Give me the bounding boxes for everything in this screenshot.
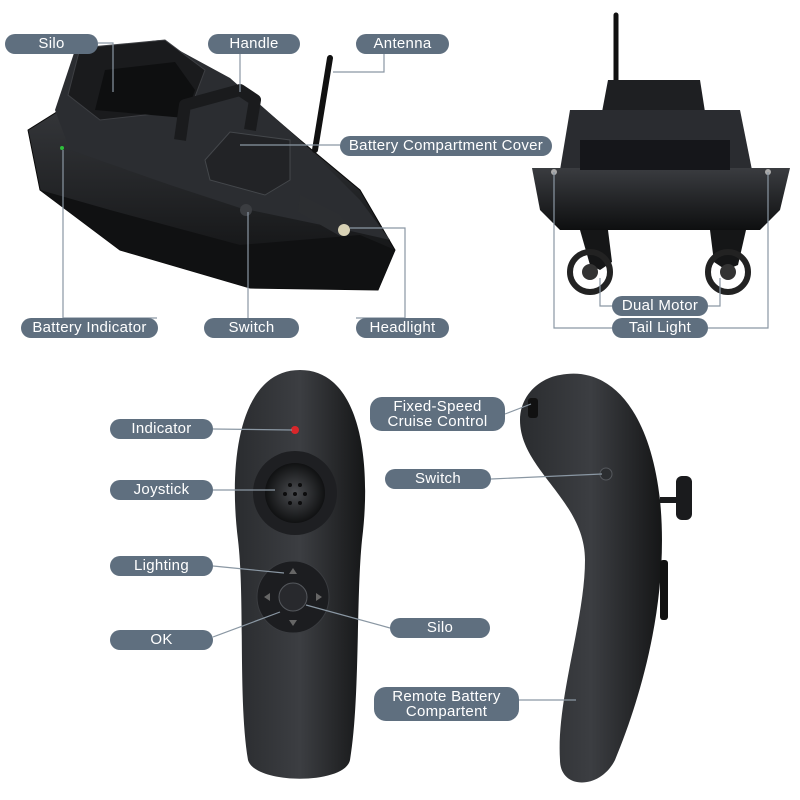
label-lighting: Lighting <box>110 556 213 576</box>
label-silo-remote: Silo <box>390 618 490 638</box>
label-fixed-speed-line1: Fixed-Speed <box>393 398 482 415</box>
label-joystick: Joystick <box>110 480 213 500</box>
label-remote-battery-line2: Compartent <box>405 703 488 720</box>
label-fixed-speed-cruise-control: Fixed-Speed Cruise Control <box>370 397 505 431</box>
label-battery-compartment-cover: Battery Compartment Cover <box>340 136 552 156</box>
label-fixed-speed-line2: Cruise Control <box>387 413 488 430</box>
label-remote-battery-compartment: Remote Battery Compartent <box>374 687 519 721</box>
label-headlight: Headlight <box>356 318 449 338</box>
label-ok: OK <box>110 630 213 650</box>
label-antenna: Antenna <box>356 34 449 54</box>
bait-boat-side-view <box>27 39 396 291</box>
remote-side-view <box>520 373 692 783</box>
label-switch-boat: Switch <box>204 318 299 338</box>
label-handle: Handle <box>208 34 300 54</box>
bait-boat-rear-view <box>532 12 790 295</box>
label-battery-indicator: Battery Indicator <box>21 318 158 338</box>
label-dual-motor: Dual Motor <box>612 296 708 316</box>
label-remote-battery-line1: Remote Battery <box>392 688 501 705</box>
label-tail-light: Tail Light <box>612 318 708 338</box>
label-switch-remote: Switch <box>385 469 491 489</box>
remote-front-view <box>234 370 366 779</box>
label-indicator: Indicator <box>110 419 213 439</box>
label-silo-boat: Silo <box>5 34 98 54</box>
